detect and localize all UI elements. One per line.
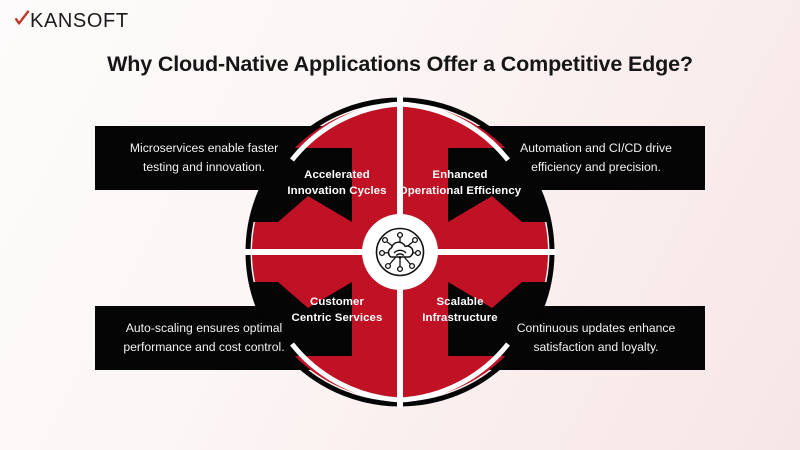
callout-top-right: Automation and CI/CD drive efficiency an… bbox=[490, 126, 702, 190]
quadrant-wheel-diagram bbox=[240, 92, 560, 412]
callout-line2: satisfaction and loyalty. bbox=[533, 340, 659, 354]
callout-top-left: Microservices enable faster testing and … bbox=[98, 126, 310, 190]
brand-logo: KANSOFT bbox=[14, 8, 129, 34]
brand-wordmark: KANSOFT bbox=[30, 10, 129, 32]
callout-line2: testing and innovation. bbox=[143, 160, 265, 174]
red-check-k-mark-icon bbox=[14, 10, 32, 32]
callout-line2: efficiency and precision. bbox=[531, 160, 661, 174]
callout-line1: Microservices enable faster bbox=[129, 141, 279, 155]
callout-line2: performance and cost control. bbox=[123, 340, 285, 354]
callout-line1: Auto-scaling ensures optimal bbox=[125, 321, 283, 335]
callout-bottom-right: Continuous updates enhance satisfaction … bbox=[490, 306, 702, 370]
center-hub bbox=[362, 214, 438, 290]
page-title: Why Cloud-Native Applications Offer a Co… bbox=[107, 52, 693, 76]
callout-line1: Continuous updates enhance bbox=[516, 321, 676, 335]
cloud-network-icon bbox=[369, 221, 431, 283]
callout-bottom-left: Auto-scaling ensures optimal performance… bbox=[98, 306, 310, 370]
callout-line1: Automation and CI/CD drive bbox=[520, 141, 672, 155]
